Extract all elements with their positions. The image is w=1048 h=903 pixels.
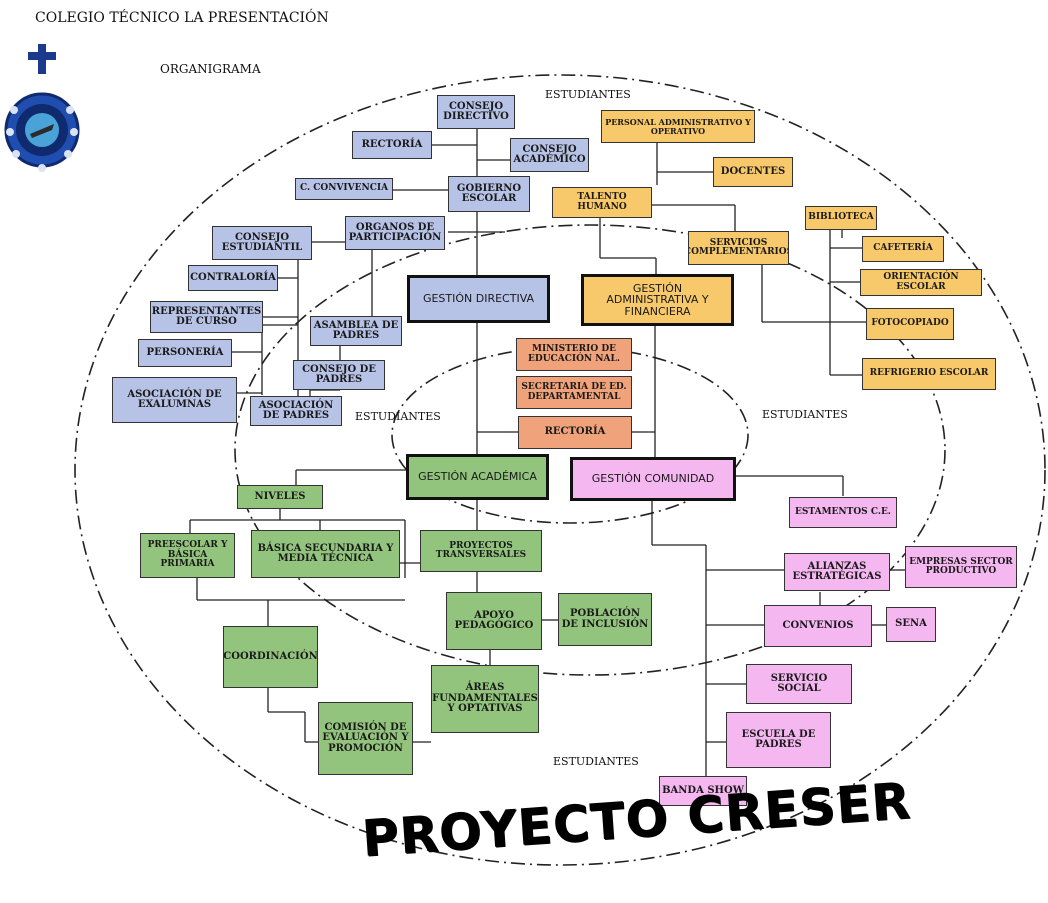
node-consejo-estudiantil: CONSEJO ESTUDIANTIL <box>212 226 312 260</box>
node-sena: SENA <box>886 607 936 642</box>
ring-label-middle-right: ESTUDIANTES <box>762 408 848 421</box>
node-talento-humano: TALENTO HUMANO <box>552 187 652 218</box>
node-consejo-padres: CONSEJO DE PADRES <box>293 360 385 390</box>
node-personeria: PERSONERÍA <box>138 339 232 367</box>
school-name: COLEGIO TÉCNICO LA PRESENTACIÓN <box>35 10 329 26</box>
node-cafeteria: CAFETERÍA <box>862 236 944 262</box>
node-apoyo-pedagogico: APOYO PEDAGÓGICO <box>446 592 542 650</box>
node-banda-show: BANDA SHOW <box>659 776 747 806</box>
node-estamentos: ESTAMENTOS C.E. <box>789 497 897 528</box>
node-escuela-padres: ESCUELA DE PADRES <box>726 712 831 768</box>
node-basica-secundaria: BÁSICA SECUNDARIA Y MEDIA TÉCNICA <box>251 530 400 578</box>
node-consejo-academico: CONSEJO ACADÉMICO <box>510 138 589 172</box>
node-contraloria: CONTRALORÍA <box>188 265 278 291</box>
node-orientacion-escolar: ORIENTACIÓN ESCOLAR <box>860 269 982 296</box>
organigram-title: ORGANIGRAMA <box>160 62 261 76</box>
node-proyectos-transversales: PROYECTOS TRANSVERSALES <box>420 530 542 572</box>
node-personal-administrativo: PERSONAL ADMINISTRATIVO Y OPERATIVO <box>601 110 755 143</box>
node-c-convivencia: C. CONVIVENCIA <box>295 178 393 200</box>
node-gestion-directiva: GESTIÓN DIRECTIVA <box>407 275 550 323</box>
node-empresas: EMPRESAS SECTOR PRODUCTIVO <box>905 546 1017 588</box>
node-consejo-directivo: CONSEJO DIRECTIVO <box>437 95 515 129</box>
node-servicio-social: SERVICIO SOCIAL <box>746 664 852 704</box>
node-gestion-administrativa: GESTIÓN ADMINISTRATIVA Y FINANCIERA <box>581 274 734 326</box>
node-representantes-curso: REPRESENTANTES DE CURSO <box>150 301 263 333</box>
school-logo-icon <box>4 44 80 172</box>
node-areas-fundamentales: ÁREAS FUNDAMENTALES Y OPTATIVAS <box>431 665 539 733</box>
ring-label-middle-left: ESTUDIANTES <box>355 410 441 423</box>
middle-ring <box>234 224 946 676</box>
node-coordinacion: COORDINACIÓN <box>223 626 318 688</box>
node-gestion-comunidad: GESTIÓN COMUNIDAD <box>570 457 736 501</box>
ring-label-bottom: ESTUDIANTES <box>553 755 639 768</box>
node-rectoria-center: RECTORÍA <box>518 416 632 449</box>
node-servicios-complementarios: SERVICIOS COMPLEMENTARIOS <box>688 231 789 265</box>
node-docentes: DOCENTES <box>713 157 793 187</box>
node-preescolar: PREESCOLAR Y BÁSICA PRIMARIA <box>140 533 235 578</box>
node-asamblea-padres: ASAMBLEA DE PADRES <box>310 316 402 346</box>
node-rectoria-top: RECTORÍA <box>352 131 432 159</box>
node-convenios: CONVENIOS <box>764 605 872 647</box>
node-asociacion-exalumnas: ASOCIACIÓN DE EXALUMNAS <box>112 377 237 423</box>
node-comision-evaluacion: COMISIÓN DE EVALUACIÓN Y PROMOCIÓN <box>318 702 413 775</box>
node-asociacion-padres: ASOCIACIÓN DE PADRES <box>250 396 342 426</box>
node-gestion-academica: GESTIÓN ACADÉMICA <box>406 454 549 500</box>
node-fotocopiado: FOTOCOPIADO <box>866 308 954 340</box>
node-secretaria: SECRETARIA DE ED. DEPARTAMENTAL <box>516 376 632 409</box>
outer-ring <box>74 74 1046 866</box>
node-gobierno-escolar: GOBIERNO ESCOLAR <box>448 176 530 212</box>
node-ministerio: MINISTERIO DE EDUCACIÓN NAL. <box>516 338 632 371</box>
node-poblacion-inclusion: POBLACIÓN DE INCLUSIÓN <box>558 593 652 646</box>
node-alianzas: ALIANZAS ESTRATÉGICAS <box>784 553 890 591</box>
ring-label-top: ESTUDIANTES <box>545 88 631 101</box>
node-biblioteca: BIBLIOTECA <box>805 206 877 230</box>
node-refrigerio-escolar: REFRIGERIO ESCOLAR <box>862 358 996 390</box>
node-organos-participacion: ORGANOS DE PARTICIPACIÓN <box>345 216 445 250</box>
node-niveles: NIVELES <box>237 485 323 509</box>
